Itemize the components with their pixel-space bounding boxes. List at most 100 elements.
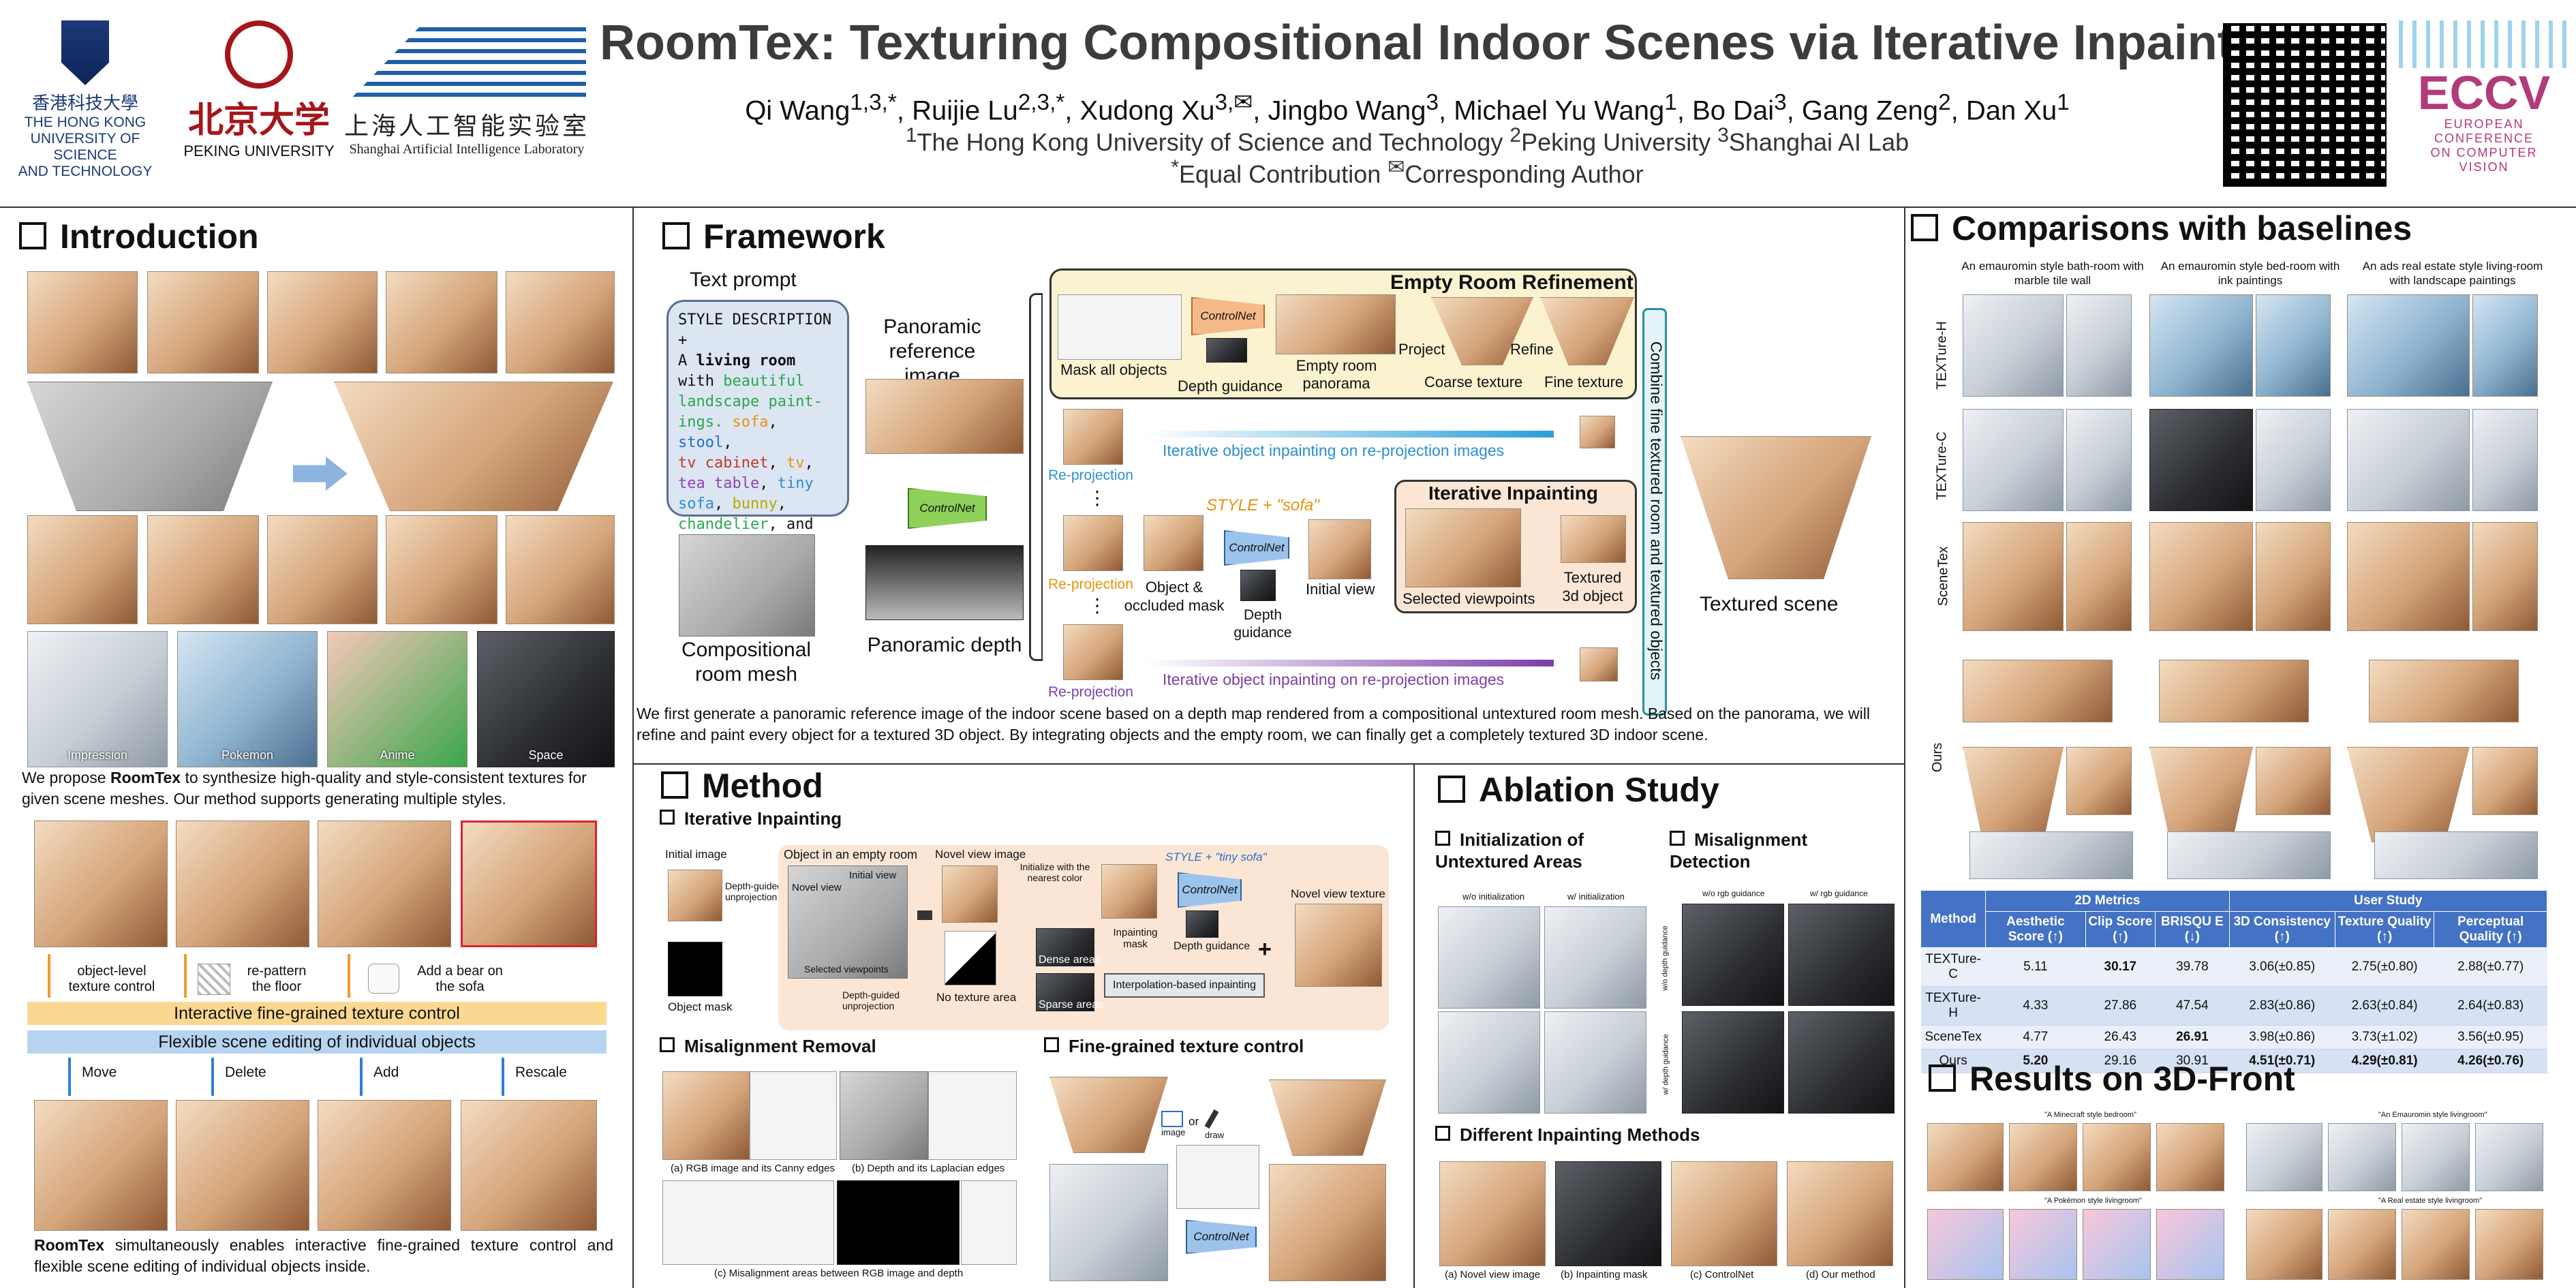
fw-pano-depth-label: Panoramic depth [867, 634, 1022, 656]
comparisons-title: Comparisons with baselines [1911, 209, 2412, 248]
fw-fine-label: Fine texture [1544, 373, 1624, 390]
ft-img-1 [1049, 1077, 1168, 1153]
m-object-mask-label: Object mask [668, 1000, 733, 1013]
contribution-notes: *Equal Contribution ✉Corresponding Autho… [1171, 156, 1644, 188]
method-title: Method [661, 766, 823, 806]
m-initial-view-label: Initial view [849, 870, 897, 881]
abl-mis-img-3 [1682, 1011, 1784, 1114]
fw-initial-view-img [1308, 519, 1371, 579]
qr-code-icon[interactable] [2223, 23, 2387, 187]
ctrl-arrow-2-icon [184, 954, 187, 998]
ctrl-arrow-1-icon [48, 954, 50, 998]
fw-textured-scene-img [1681, 436, 1871, 579]
op-add: Add [373, 1064, 399, 1080]
fw-branch-line [1041, 293, 1043, 661]
cmp-img-th-2 [2149, 294, 2253, 397]
fw-reproj-label-2: Re-projection [1048, 577, 1133, 592]
res-cap-2: "An Emauromin style livingroom" [2378, 1111, 2487, 1119]
abl-init-img-2 [1544, 906, 1646, 1009]
method-ablation-divider [1413, 763, 1415, 1288]
edit-img-1 [34, 1100, 168, 1231]
cmp-img-ours-2b [2256, 747, 2331, 815]
table-cell: 47.54 [2155, 986, 2230, 1026]
th-metric: Clip Score (↑) [2085, 911, 2156, 948]
table-cell: 3.73(±1.02) [2335, 1025, 2434, 1049]
ft-pencil-icon [1204, 1109, 1219, 1129]
fw-depth-guid-label: Depth guidance [1178, 378, 1283, 395]
intro-text-2: RoomTex simultaneously enables interacti… [34, 1236, 613, 1275]
cmp-img-th-2b [2256, 294, 2331, 397]
ctrl-label-2: re-pattern the floor [247, 964, 307, 994]
fw-caption: We first generate a panoramic reference … [637, 705, 1870, 743]
res-img-1 [1927, 1123, 2004, 1191]
style-anime: Anime [327, 631, 467, 767]
fw-project-label: Project [1398, 341, 1445, 358]
style-pokemon: Pokemon [177, 631, 318, 767]
op-rescale: Rescale [515, 1064, 567, 1080]
fw-controlnet-3: ControlNet [1224, 530, 1289, 566]
table-cell: 5.11 [1985, 947, 2086, 987]
cmp-row-label-4: Ours [1930, 742, 1946, 773]
abl-w-rgb: w/ rgb guidance [1810, 889, 1868, 898]
method-sub3: Fine-grained texture control [1044, 1036, 1304, 1057]
ctrl-label-1: object-level texture control [68, 964, 155, 994]
fw-refine-label: Refine [1510, 341, 1554, 358]
table-cell: 30.17 [2085, 947, 2156, 987]
cmp-img-ours-3 [2347, 747, 2470, 842]
table-cell: TEXTure-C [1920, 947, 1986, 987]
m-dense-img [1036, 928, 1094, 966]
style-impression: Impression [27, 631, 168, 767]
cmp-img-th-1 [1963, 294, 2064, 397]
ft-draw-label: draw [1205, 1130, 1225, 1140]
cmp-img-st-1b [2066, 522, 2132, 631]
fw-controlnet-1: ControlNet [908, 488, 987, 529]
cmp-img-th-3b [2472, 294, 2538, 397]
table-cell: 2.64(±0.83) [2434, 986, 2547, 1026]
res-cap-4: "A Real estate style livingroom" [2378, 1197, 2483, 1205]
ft-img-4 [1269, 1164, 1386, 1281]
table-cell: 3.06(±0.85) [2229, 947, 2335, 987]
fw-iter-inpaint-title: Iterative Inpainting [1428, 482, 1598, 504]
abl-w-init: w/ initialization [1567, 891, 1625, 902]
cmp-img-tc-2 [2149, 409, 2253, 511]
abl-w-depth: w/ depth guidance [1661, 1034, 1670, 1095]
cmp-img-tc-3 [2347, 409, 2470, 511]
mr-lap-img [928, 1071, 1017, 1160]
th-metric: 3D Consistency (↑) [2228, 911, 2335, 948]
mr-mis-img-3 [961, 1180, 1017, 1265]
cmp-img-th-1b [2066, 294, 2132, 397]
res-img-11 [2083, 1209, 2151, 1280]
intro-img-7 [147, 515, 259, 624]
bar-texture-control: Interactive fine-grained texture control [27, 1002, 607, 1025]
op-arrow-add-icon [360, 1058, 363, 1096]
cmp-img-tc-3b [2472, 409, 2538, 511]
intro-img-3 [267, 271, 378, 373]
abl-init-img-4 [1544, 1011, 1646, 1114]
eccv-logo: ECCV EUROPEAN CONFERENCE ON COMPUTER VIS… [2392, 20, 2576, 198]
res-img-14 [2328, 1209, 2396, 1280]
th-metric: Aesthetic Score (↑) [1985, 911, 2086, 948]
cmp-row-label-2: TEXTure-C [1934, 431, 1950, 500]
fw-mask-all-label: Mask all objects [1060, 361, 1167, 378]
res-img-15 [2402, 1209, 2470, 1280]
cmp-img-ours-2 [2149, 747, 2253, 842]
ft-image-label: image [1161, 1127, 1186, 1137]
cmp-img-tc-2b [2256, 409, 2331, 511]
m-inpaint-mask-label: Inpainting mask [1113, 927, 1158, 950]
cmp-row-label-1: TEXTure-H [1934, 321, 1950, 390]
mr-cap-c: (c) Misalignment areas between RGB image… [714, 1268, 964, 1279]
th-metric: BRISQU E (↓) [2155, 911, 2230, 948]
m-init-nearest-label: Initialize with the nearest color [1019, 861, 1090, 883]
op-delete: Delete [225, 1064, 266, 1080]
intro-textured-room [334, 382, 613, 511]
fw-pano-ref-img [865, 379, 1024, 454]
fw-depth-guid-img-2 [1240, 570, 1276, 601]
fw-initial-view-label: Initial view [1306, 581, 1375, 598]
fw-room-mesh-label: Compositional room mesh [681, 639, 812, 686]
res-img-6 [2328, 1123, 2396, 1191]
abl-mis-img-1 [1682, 904, 1784, 1006]
res-cap-1: "A Minecraft style bedroom" [2044, 1111, 2136, 1119]
intro-title: Introduction [19, 217, 259, 256]
